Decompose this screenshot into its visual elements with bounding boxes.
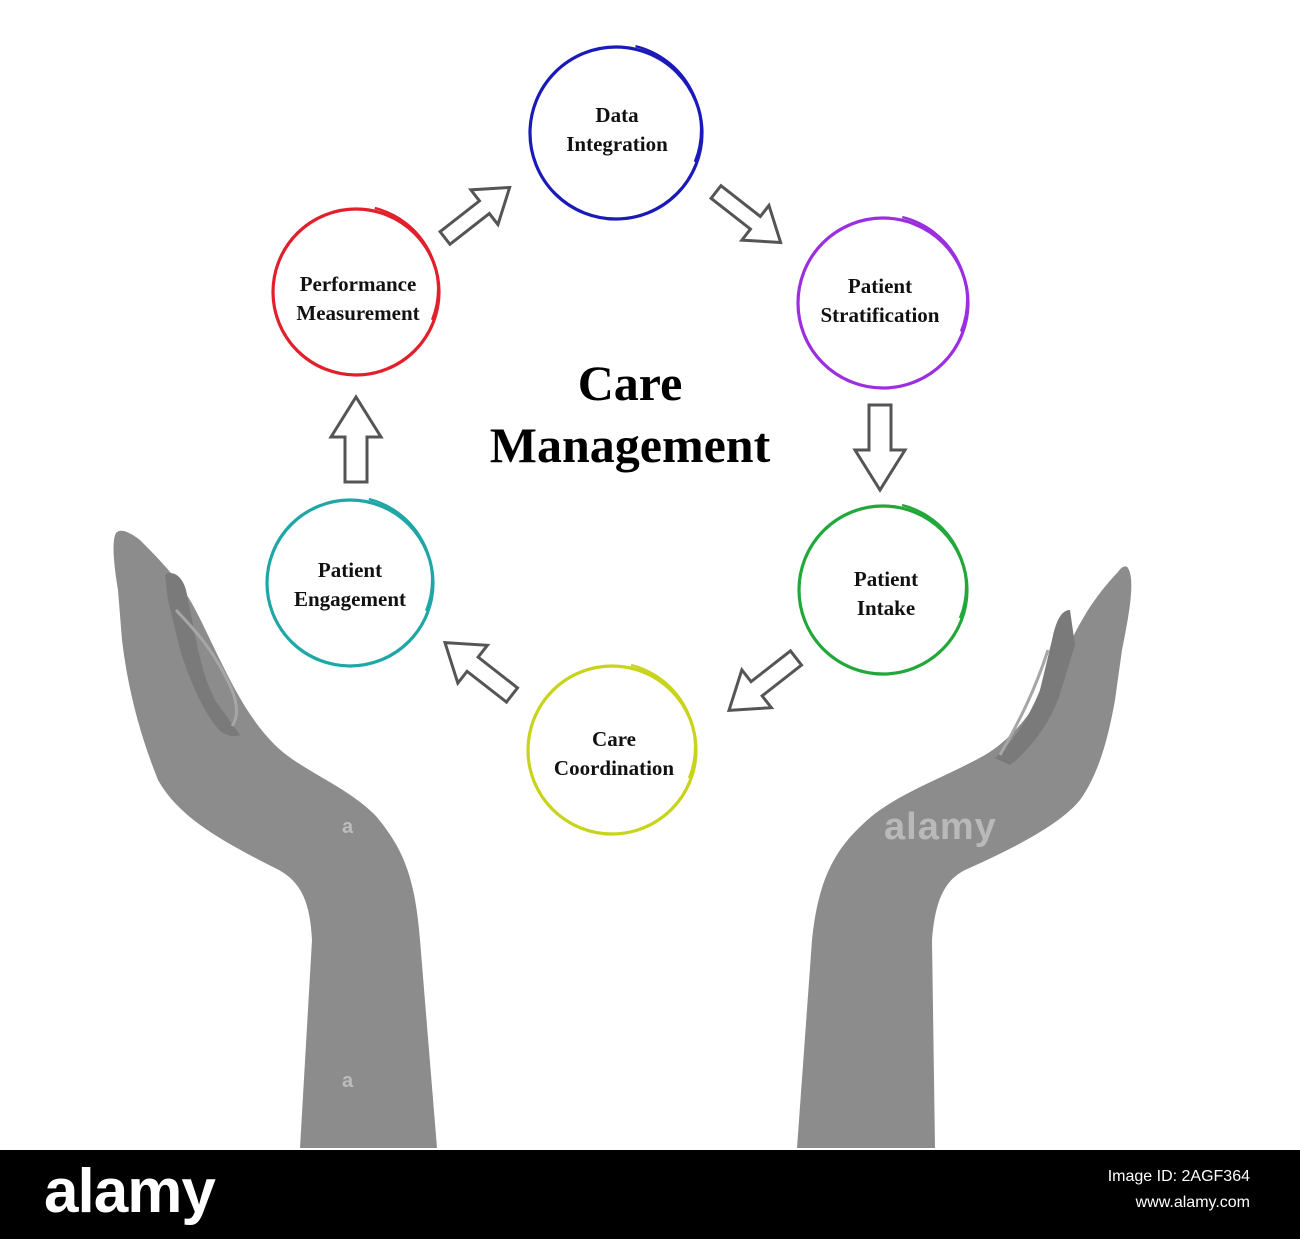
diagram-art <box>113 45 1132 1148</box>
node-performance-measurement-line2: Measurement <box>296 301 420 325</box>
node-circle-stroke-patient-engagement <box>368 497 434 612</box>
watermark-text: alamy <box>884 806 997 848</box>
arrow-intake-to-coordination <box>726 648 804 712</box>
node-performance-measurement-line1: Performance <box>299 272 417 296</box>
diagram-title: Care Management <box>420 352 840 476</box>
arrow-coordination-to-engagement <box>442 641 520 705</box>
node-patient-engagement-line2: Engagement <box>294 587 406 611</box>
node-patient-stratification-line1: Patient <box>847 274 913 298</box>
node-data-integration-label: Data Integration <box>527 101 707 159</box>
node-patient-stratification-label: Patient Stratification <box>790 272 970 330</box>
node-circle-stroke-performance-measurement <box>374 206 440 321</box>
node-patient-intake-line1: Patient <box>853 567 919 591</box>
watermark-mark-lower: a <box>342 1070 354 1092</box>
node-care-coordination-line1: Care <box>592 727 636 751</box>
footer-url: www.alamy.com <box>1135 1194 1250 1211</box>
diagram-canvas: Data Integration Patient Stratification … <box>113 45 1132 1148</box>
node-circle-stroke-patient-stratification <box>902 215 969 332</box>
left-hand-finger-detail <box>165 573 240 737</box>
node-patient-intake-line2: Intake <box>856 596 916 620</box>
node-performance-measurement-label: Performance Measurement <box>268 270 448 328</box>
right-hand-illustration <box>797 566 1132 1148</box>
right-hand-highlight <box>998 649 1050 756</box>
node-circle-stroke-patient-intake <box>901 503 968 619</box>
node-patient-engagement-label: Patient Engagement <box>260 556 440 614</box>
arrow-performance-to-data <box>437 185 512 247</box>
node-circle-stroke-care-coordination <box>630 663 697 779</box>
node-circle-stroke-data-integration <box>635 45 703 163</box>
arrow-stratification-to-intake <box>852 403 908 493</box>
footer-bar: alamy Image ID: 2AGF364 www.alamy.com <box>0 1150 1300 1239</box>
watermark-mark-upper: a <box>342 816 354 838</box>
node-data-integration-line1: Data <box>595 103 639 127</box>
footer-image-id: Image ID: 2AGF364 <box>1107 1168 1250 1185</box>
title-line2: Management <box>489 417 771 473</box>
arrow-engagement-to-performance <box>328 394 384 484</box>
node-care-coordination-label: Care Coordination <box>524 725 704 783</box>
left-hand-illustration <box>113 530 437 1148</box>
footer-logo: alamy <box>44 1157 216 1226</box>
node-patient-engagement-line1: Patient <box>317 558 383 582</box>
left-hand-highlight <box>174 608 238 727</box>
node-data-integration-line2: Integration <box>566 132 668 156</box>
node-care-coordination-line2: Coordination <box>553 756 675 780</box>
title-line1: Care <box>577 355 683 411</box>
node-patient-stratification-line2: Stratification <box>820 303 940 327</box>
node-patient-intake-label: Patient Intake <box>796 565 976 623</box>
arrow-data-to-stratification <box>708 183 783 245</box>
right-hand-finger-detail <box>995 610 1075 765</box>
